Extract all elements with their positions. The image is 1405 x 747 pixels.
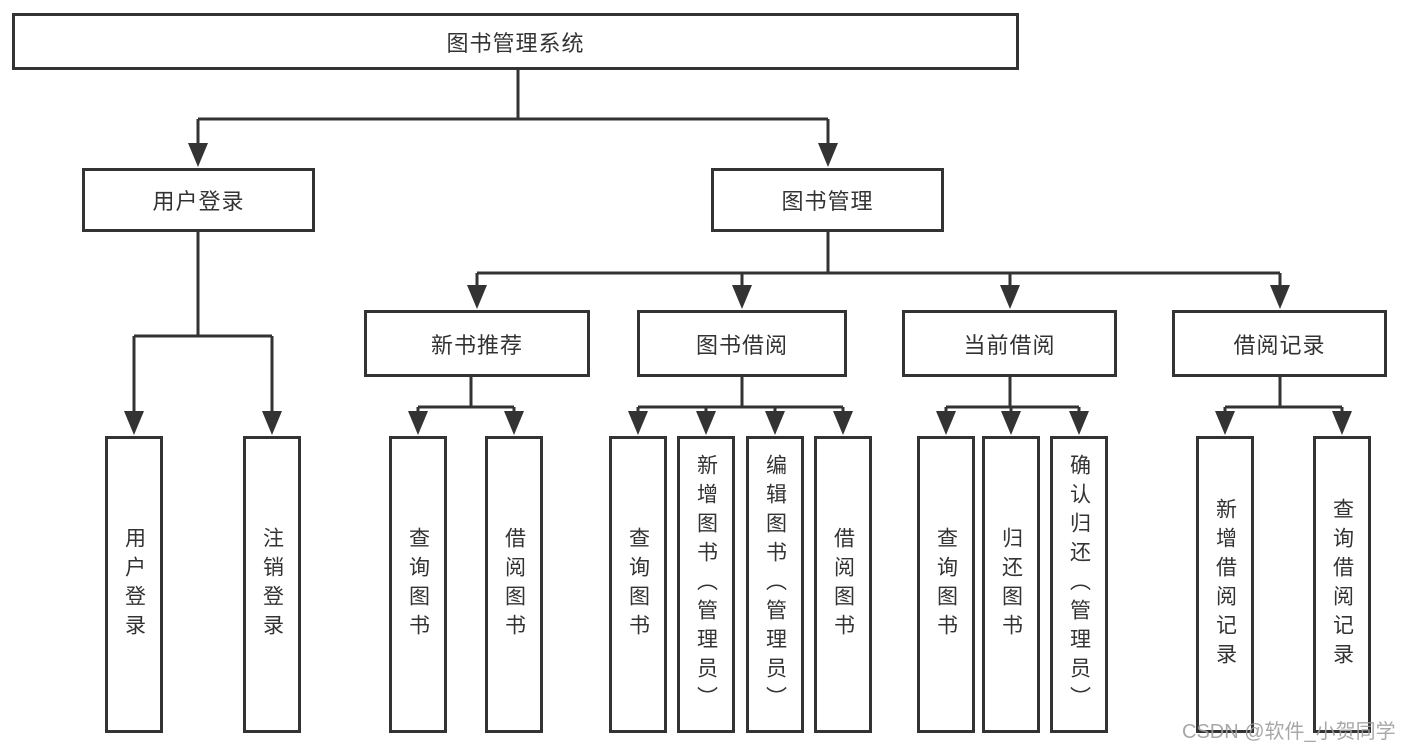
leaf-query-borrow-record: 查询借阅记录 — [1313, 436, 1371, 733]
leaf-logout-login: 注销登录 — [243, 436, 301, 733]
csdn-watermark: CSDN @软件_小贺同学 — [1182, 721, 1396, 743]
node-book-management-label: 图书管理 — [781, 189, 874, 214]
arrowhead-icons — [124, 143, 1352, 435]
node-book-borrow: 图书借阅 — [637, 310, 847, 377]
node-root-label: 图书管理系统 — [446, 30, 585, 56]
leaf-add-borrow-record-label: 新增借阅记录 — [1213, 497, 1237, 672]
leaf-return-books: 归还图书 — [982, 436, 1040, 733]
leaf-query-books-borrow: 查询图书 — [609, 436, 667, 733]
node-book-borrow-label: 图书借阅 — [695, 332, 788, 358]
leaf-borrow-books-recommend: 借阅图书 — [485, 436, 543, 733]
leaf-return-books-label: 归还图书 — [999, 526, 1023, 643]
leaf-query-books-recommend-label: 查询图书 — [406, 526, 430, 643]
node-user-login-label: 用户登录 — [152, 189, 245, 214]
leaf-logout-login-label: 注销登录 — [260, 526, 284, 643]
leaf-edit-books-admin-label: 编辑图书（管理员） — [763, 454, 787, 715]
node-root-system: 图书管理系统 — [12, 13, 1019, 70]
node-user-login: 用户登录 — [82, 168, 315, 232]
leaf-borrow-books-recommend-label: 借阅图书 — [502, 526, 526, 643]
leaf-borrow-books: 借阅图书 — [814, 436, 872, 733]
leaf-user-login-label: 用户登录 — [122, 526, 146, 643]
node-new-book-recommend-label: 新书推荐 — [430, 332, 523, 358]
leaf-borrow-books-label: 借阅图书 — [831, 526, 855, 643]
leaf-query-books-current-label: 查询图书 — [934, 526, 958, 643]
node-borrow-records: 借阅记录 — [1172, 310, 1387, 377]
leaf-edit-books-admin: 编辑图书（管理员） — [746, 436, 804, 733]
leaf-query-borrow-record-label: 查询借阅记录 — [1330, 497, 1354, 672]
leaf-confirm-return-admin-label: 确认归还（管理员） — [1067, 454, 1091, 715]
node-current-borrow: 当前借阅 — [902, 310, 1117, 377]
node-new-book-recommend: 新书推荐 — [364, 310, 590, 377]
leaf-add-borrow-record: 新增借阅记录 — [1196, 436, 1254, 733]
leaf-add-books-admin: 新增图书（管理员） — [677, 436, 735, 733]
leaf-query-books-current: 查询图书 — [917, 436, 975, 733]
node-book-management: 图书管理 — [711, 168, 944, 232]
leaf-add-books-admin-label: 新增图书（管理员） — [694, 454, 718, 715]
leaf-user-login: 用户登录 — [105, 436, 163, 733]
leaf-query-books-recommend: 查询图书 — [389, 436, 447, 733]
leaf-query-books-borrow-label: 查询图书 — [626, 526, 650, 643]
leaf-confirm-return-admin: 确认归还（管理员） — [1050, 436, 1108, 733]
node-borrow-records-label: 借阅记录 — [1233, 332, 1326, 358]
node-current-borrow-label: 当前借阅 — [963, 332, 1056, 358]
